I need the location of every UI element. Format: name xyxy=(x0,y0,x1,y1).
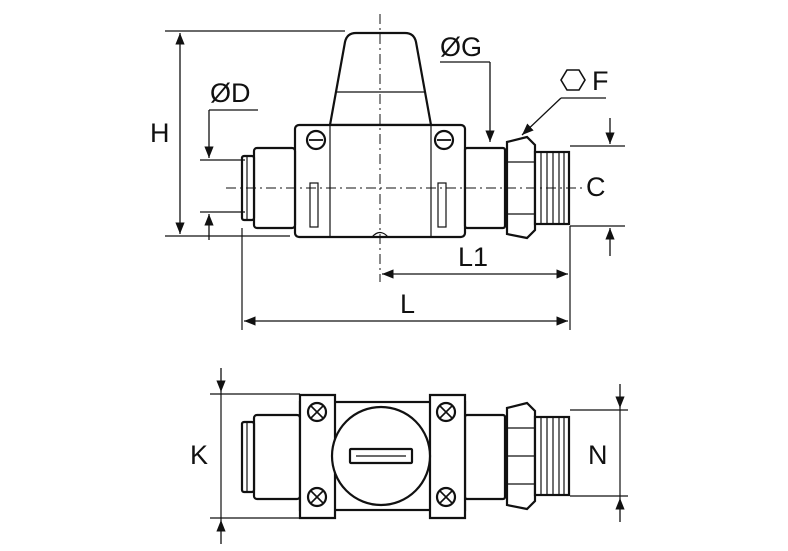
clamp-left xyxy=(298,393,337,520)
label-l: L xyxy=(400,289,415,319)
side-view xyxy=(226,14,585,282)
screw-icon xyxy=(435,486,457,508)
label-l1: L1 xyxy=(458,242,488,272)
screw-icon xyxy=(435,401,457,423)
screw-icon xyxy=(433,129,455,151)
screw-icon xyxy=(306,486,328,508)
label-dia-g: ØG xyxy=(440,32,482,62)
top-view xyxy=(240,393,571,520)
screw-icon xyxy=(305,129,327,151)
label-h: H xyxy=(150,118,170,148)
label-hex-f: F xyxy=(592,66,609,96)
label-c: C xyxy=(586,172,606,202)
dimensions-top: K N xyxy=(190,368,628,544)
label-k: K xyxy=(190,440,208,470)
dimensions-side: H ØD ØG F C L1 L xyxy=(150,30,625,330)
hexagon-icon xyxy=(560,69,586,91)
label-n: N xyxy=(588,440,608,470)
clamp-right xyxy=(428,393,467,520)
label-dia-d: ØD xyxy=(210,78,251,108)
screw-icon xyxy=(306,401,328,423)
